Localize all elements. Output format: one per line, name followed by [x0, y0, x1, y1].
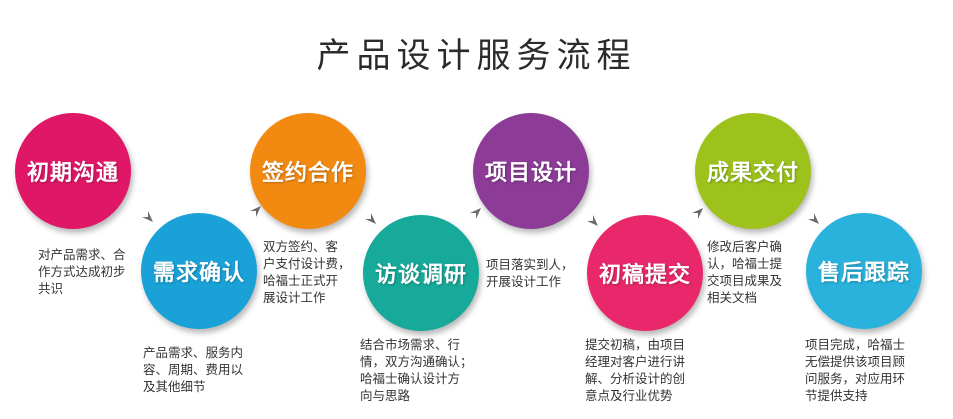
- arrow-up-right-icon: [466, 207, 482, 223]
- step-description: 双方签约、客 户支付设计费， 哈福士正式开 展设计工作: [263, 239, 351, 305]
- step-circle-project-design: 项目设计: [473, 113, 589, 229]
- step-circle-contract-cooperation: 签约合作: [250, 113, 366, 229]
- step-label: 售后跟踪: [817, 261, 910, 286]
- arrow-down-right-icon: [361, 209, 377, 225]
- step-label: 初期沟通: [26, 161, 119, 186]
- step-description: 对产品需求、合 作方式达成初步 共识: [38, 247, 126, 296]
- step-circle-result-delivery: 成果交付: [695, 113, 811, 229]
- step-circle-requirement-confirm: 需求确认: [141, 213, 257, 329]
- step-description: 结合市场需求、行 情，双方沟通确认； 哈福士确认设计方 向与思路: [360, 337, 473, 403]
- step-circle-draft-submit: 初稿提交: [587, 215, 703, 331]
- step-circle-after-sales: 售后跟踪: [806, 213, 922, 329]
- step-description: 项目完成，哈福士 无偿提供该项目顾 问服务，对应用环 节提供支持: [805, 337, 906, 403]
- step-label: 访谈调研: [374, 263, 467, 288]
- step-description: 产品需求、服务内 容、周期、费用以 及其他细节: [143, 345, 244, 394]
- arrow-up-right-icon: [688, 207, 704, 223]
- step-label: 需求确认: [152, 261, 245, 286]
- step-description: 项目落实到人， 开展设计工作: [486, 257, 574, 289]
- step-circle-interview-research: 访谈调研: [363, 215, 479, 331]
- step-label: 成果交付: [706, 161, 799, 186]
- step-description: 提交初稿，由项目 经理对客户进行讲 解、分析设计的创 意点及行业优势: [585, 337, 686, 403]
- page-title: 产品设计服务流程: [316, 36, 637, 76]
- arrow-up-right-icon: [246, 205, 262, 221]
- arrow-down-right-icon: [583, 211, 599, 227]
- step-label: 签约合作: [261, 161, 354, 186]
- step-description: 修改后客户确 认，哈福士提 交项目成果及 相关文档: [707, 239, 783, 305]
- step-circle-initial-communication: 初期沟通: [15, 113, 131, 229]
- arrow-down-right-icon: [138, 207, 154, 223]
- arrow-down-right-icon: [804, 209, 820, 225]
- step-label: 初稿提交: [598, 263, 691, 288]
- step-label: 项目设计: [484, 161, 577, 186]
